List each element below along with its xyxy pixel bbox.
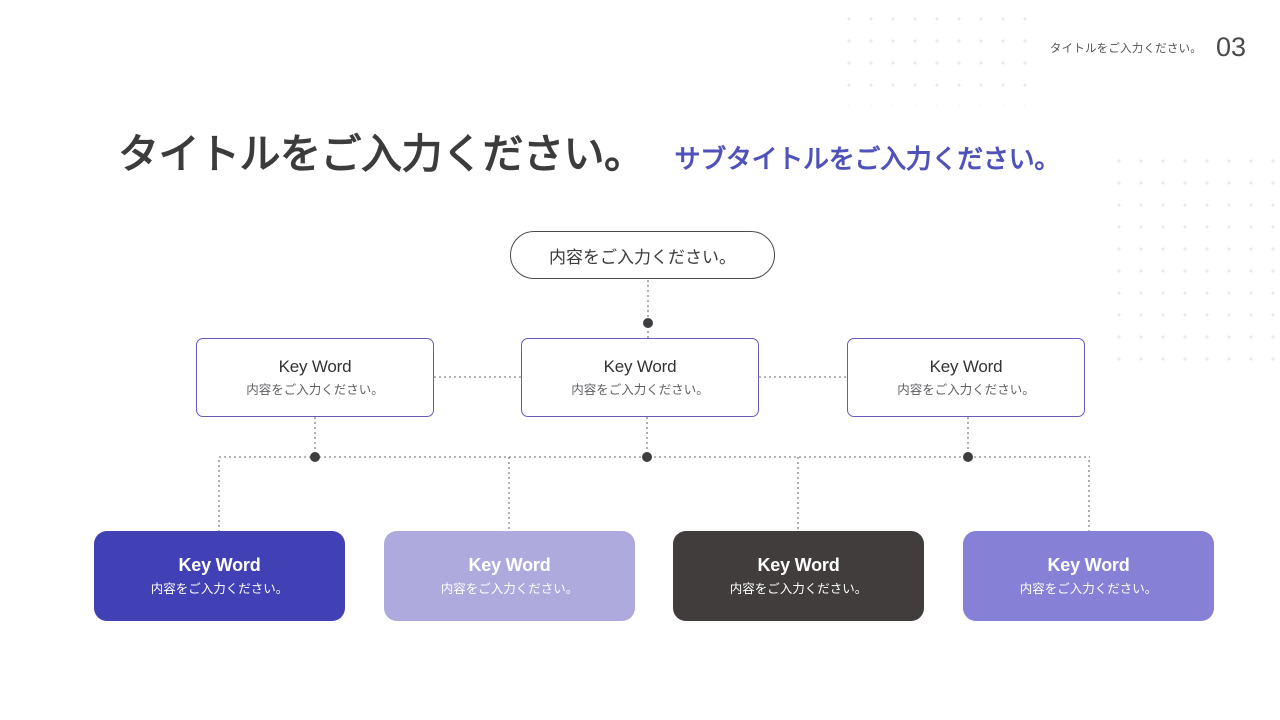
root-node-label: 内容をご入力ください。 (549, 247, 736, 267)
leaf-card-4-keyword: Key Word (1047, 555, 1130, 575)
page-title: タイトルをご入力ください。 (118, 131, 645, 177)
mid-node-3-keyword: Key Word (929, 357, 1003, 376)
mid-node-2[interactable]: Key Word 内容をご入力ください。 (521, 338, 759, 417)
mid-node-2-keyword: Key Word (603, 357, 677, 376)
header-title-label: タイトルをご入力ください。 (1049, 42, 1202, 55)
page-subtitle: サブタイトルをご入力ください。 (674, 144, 1061, 174)
leaf-card-2-keyword: Key Word (468, 555, 551, 575)
title-row: タイトルをご入力ください。 サブタイトルをご入力ください。 (118, 120, 1060, 180)
leaf-card-1-description: 内容をご入力ください。 (150, 582, 289, 596)
mid-node-3-description: 内容をご入力ください。 (897, 383, 1035, 397)
leaf-card-1-keyword: Key Word (178, 555, 261, 575)
leaf-card-2[interactable]: Key Word 内容をご入力ください。 (384, 531, 635, 621)
page-header: タイトルをご入力ください。 03 (1050, 34, 1246, 61)
junction-dot-3 (963, 452, 973, 462)
junction-dot-1 (310, 452, 320, 462)
leaf-card-4[interactable]: Key Word 内容をご入力ください。 (963, 531, 1214, 621)
leaf-card-4-description: 内容をご入力ください。 (1019, 582, 1158, 596)
page-number: 03 (1215, 32, 1246, 62)
mid-node-3[interactable]: Key Word 内容をご入力ください。 (847, 338, 1085, 417)
leaf-card-3-description: 内容をご入力ください。 (729, 582, 868, 596)
leaf-card-1[interactable]: Key Word 内容をご入力ください。 (94, 531, 345, 621)
leaf-card-3-keyword: Key Word (757, 555, 840, 575)
mid-node-1-description: 内容をご入力ください。 (246, 383, 384, 397)
root-node[interactable]: 内容をご入力ください。 (510, 231, 775, 279)
mid-node-1[interactable]: Key Word 内容をご入力ください。 (196, 338, 434, 417)
junction-dot-2 (642, 452, 652, 462)
mid-node-2-description: 内容をご入力ください。 (571, 383, 709, 397)
junction-dot-root (643, 318, 653, 328)
leaf-card-2-description: 内容をご入力ください。 (440, 582, 579, 596)
leaf-card-3[interactable]: Key Word 内容をご入力ください。 (673, 531, 924, 621)
mid-node-1-keyword: Key Word (278, 357, 352, 376)
